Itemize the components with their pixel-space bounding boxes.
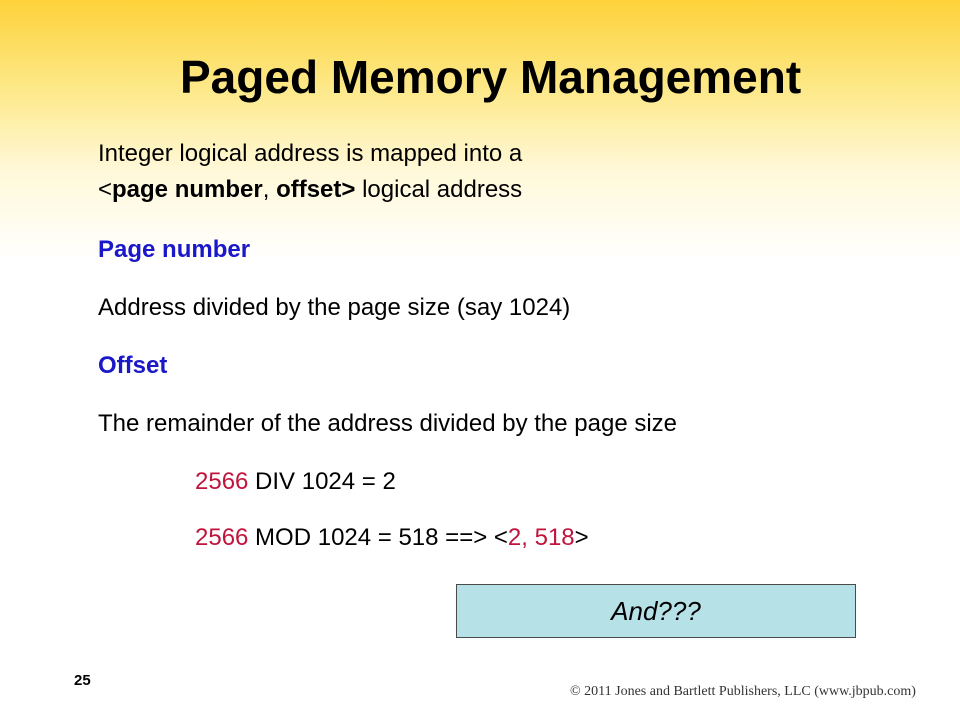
answer-box-text: And??? [611, 595, 701, 626]
offset-heading: Offset [98, 352, 168, 379]
intro-line-2: <page number, offset> logical address [98, 176, 522, 204]
page-number-term: page number [112, 176, 263, 203]
example-mod-result: 2, 518 [507, 524, 575, 551]
offset-description: The remainder of the address divided by … [98, 410, 678, 437]
slide-title: Paged Memory Management [180, 51, 802, 103]
answer-box: And??? [456, 584, 856, 638]
close-bracket: > [341, 176, 356, 203]
page-number-heading: Page number [98, 236, 251, 263]
copyright-notice: © 2011 Jones and Bartlett Publishers, LL… [570, 684, 916, 699]
intro-line-1: Integer logical address is mapped into a [98, 140, 523, 167]
example-mod-end: > [574, 524, 589, 551]
offset-term: offset [276, 176, 342, 203]
example-mod-line: 2566 MOD 1024 = 518 ==> <2, 518> [195, 524, 589, 552]
example-div-rest: DIV 1024 = 2 [248, 468, 396, 495]
page-number-description: Address divided by the page size (say 10… [98, 294, 571, 321]
example-div-value: 2566 [195, 468, 249, 495]
open-bracket: < [98, 176, 113, 203]
example-div-line: 2566 DIV 1024 = 2 [195, 468, 396, 496]
page-number: 25 [74, 672, 91, 689]
intro-line-2-tail: logical address [355, 176, 523, 203]
example-mod-middle: MOD 1024 = 518 ==> < [248, 524, 508, 551]
comma: , [262, 176, 277, 203]
example-mod-value: 2566 [195, 524, 249, 551]
